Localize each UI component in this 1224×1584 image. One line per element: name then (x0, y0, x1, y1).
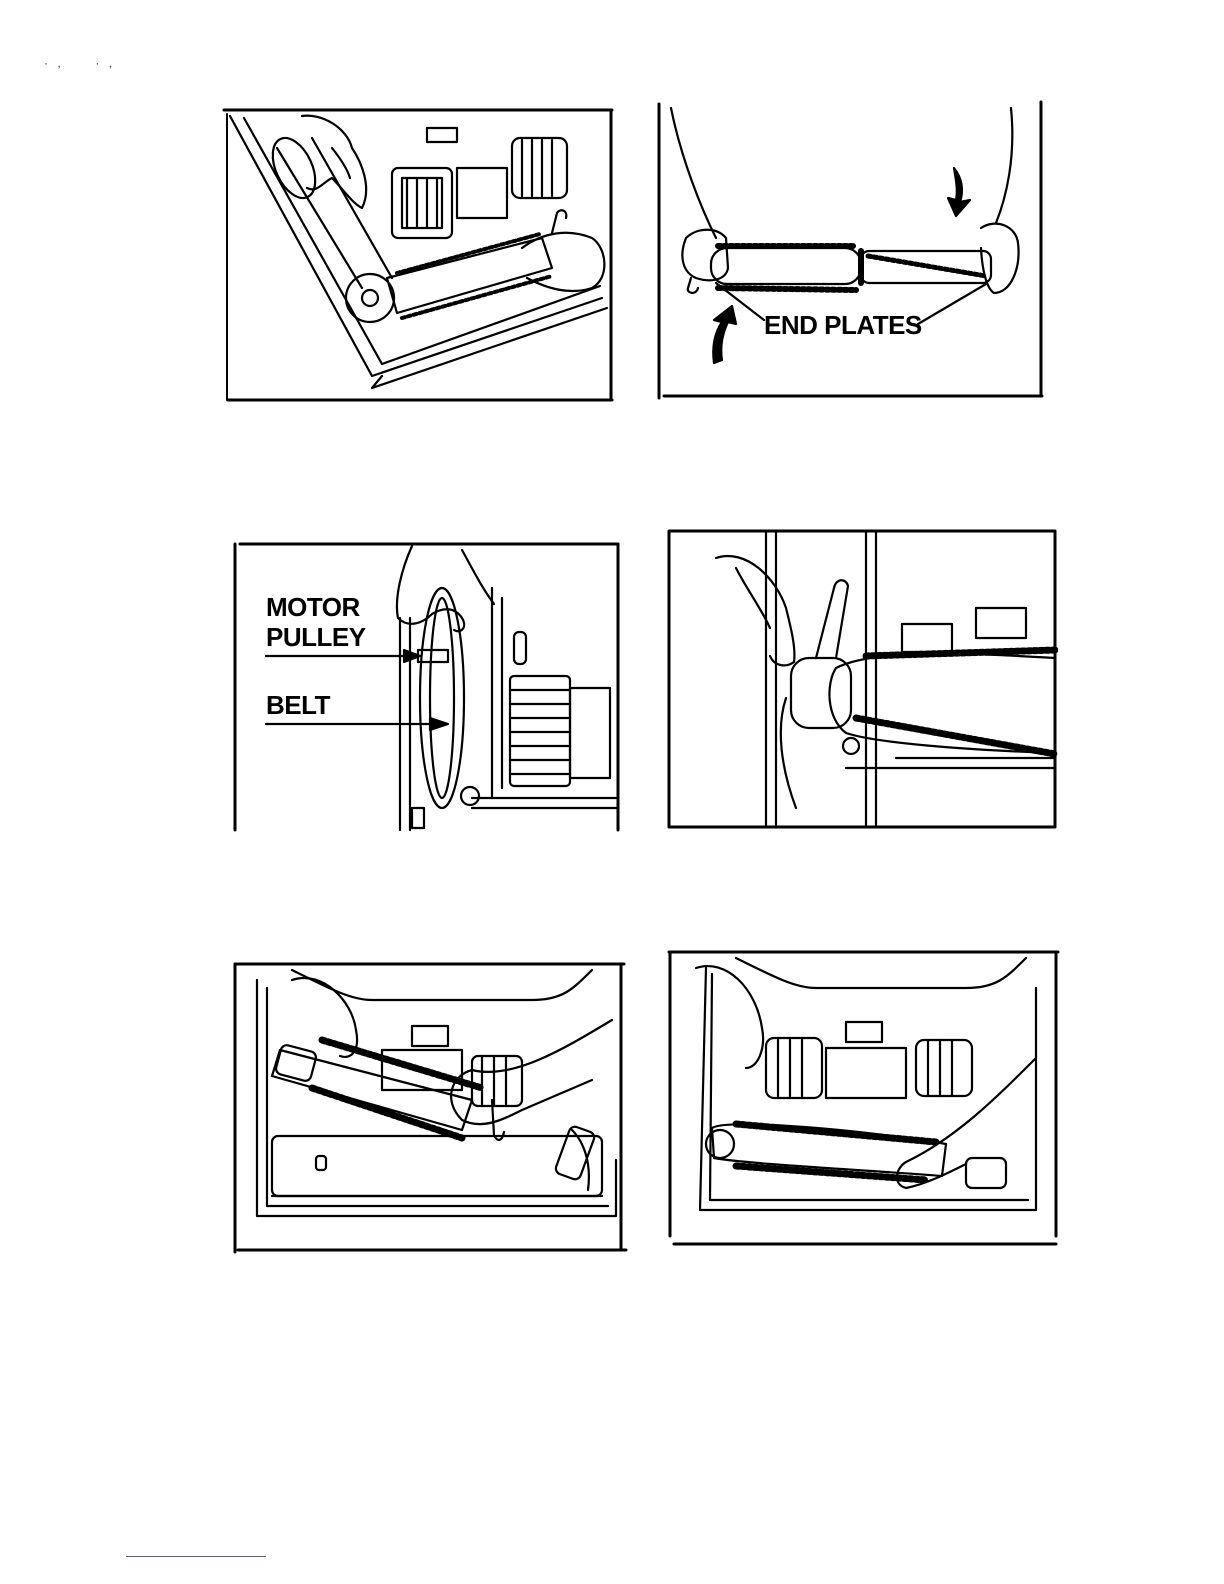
figure-6-illustration (666, 948, 1062, 1248)
figure-5-insert-brushroll (232, 960, 628, 1254)
scan-specks: · , · , (44, 56, 115, 70)
end-plates-label: END PLATES (764, 312, 922, 338)
pulley-label: PULLEY (266, 624, 366, 650)
figure-1-illustration (222, 108, 614, 404)
figure-5-illustration (232, 960, 628, 1254)
figure-6-seat-brushroll (666, 948, 1062, 1248)
figure-3-motor-pulley-belt: MOTOR PULLEY BELT (232, 538, 622, 832)
belt-label: BELT (266, 692, 330, 718)
figure-2-illustration (656, 98, 1046, 400)
motor-label: MOTOR (266, 594, 360, 620)
figure-3-illustration (232, 538, 622, 832)
figure-2-end-plates: END PLATES (656, 98, 1046, 400)
figure-4-illustration (666, 528, 1058, 830)
bottom-rule (126, 1556, 266, 1557)
figure-4-belt-on-brushroll (666, 528, 1058, 830)
figure-1-brushroll-removal (222, 108, 614, 404)
